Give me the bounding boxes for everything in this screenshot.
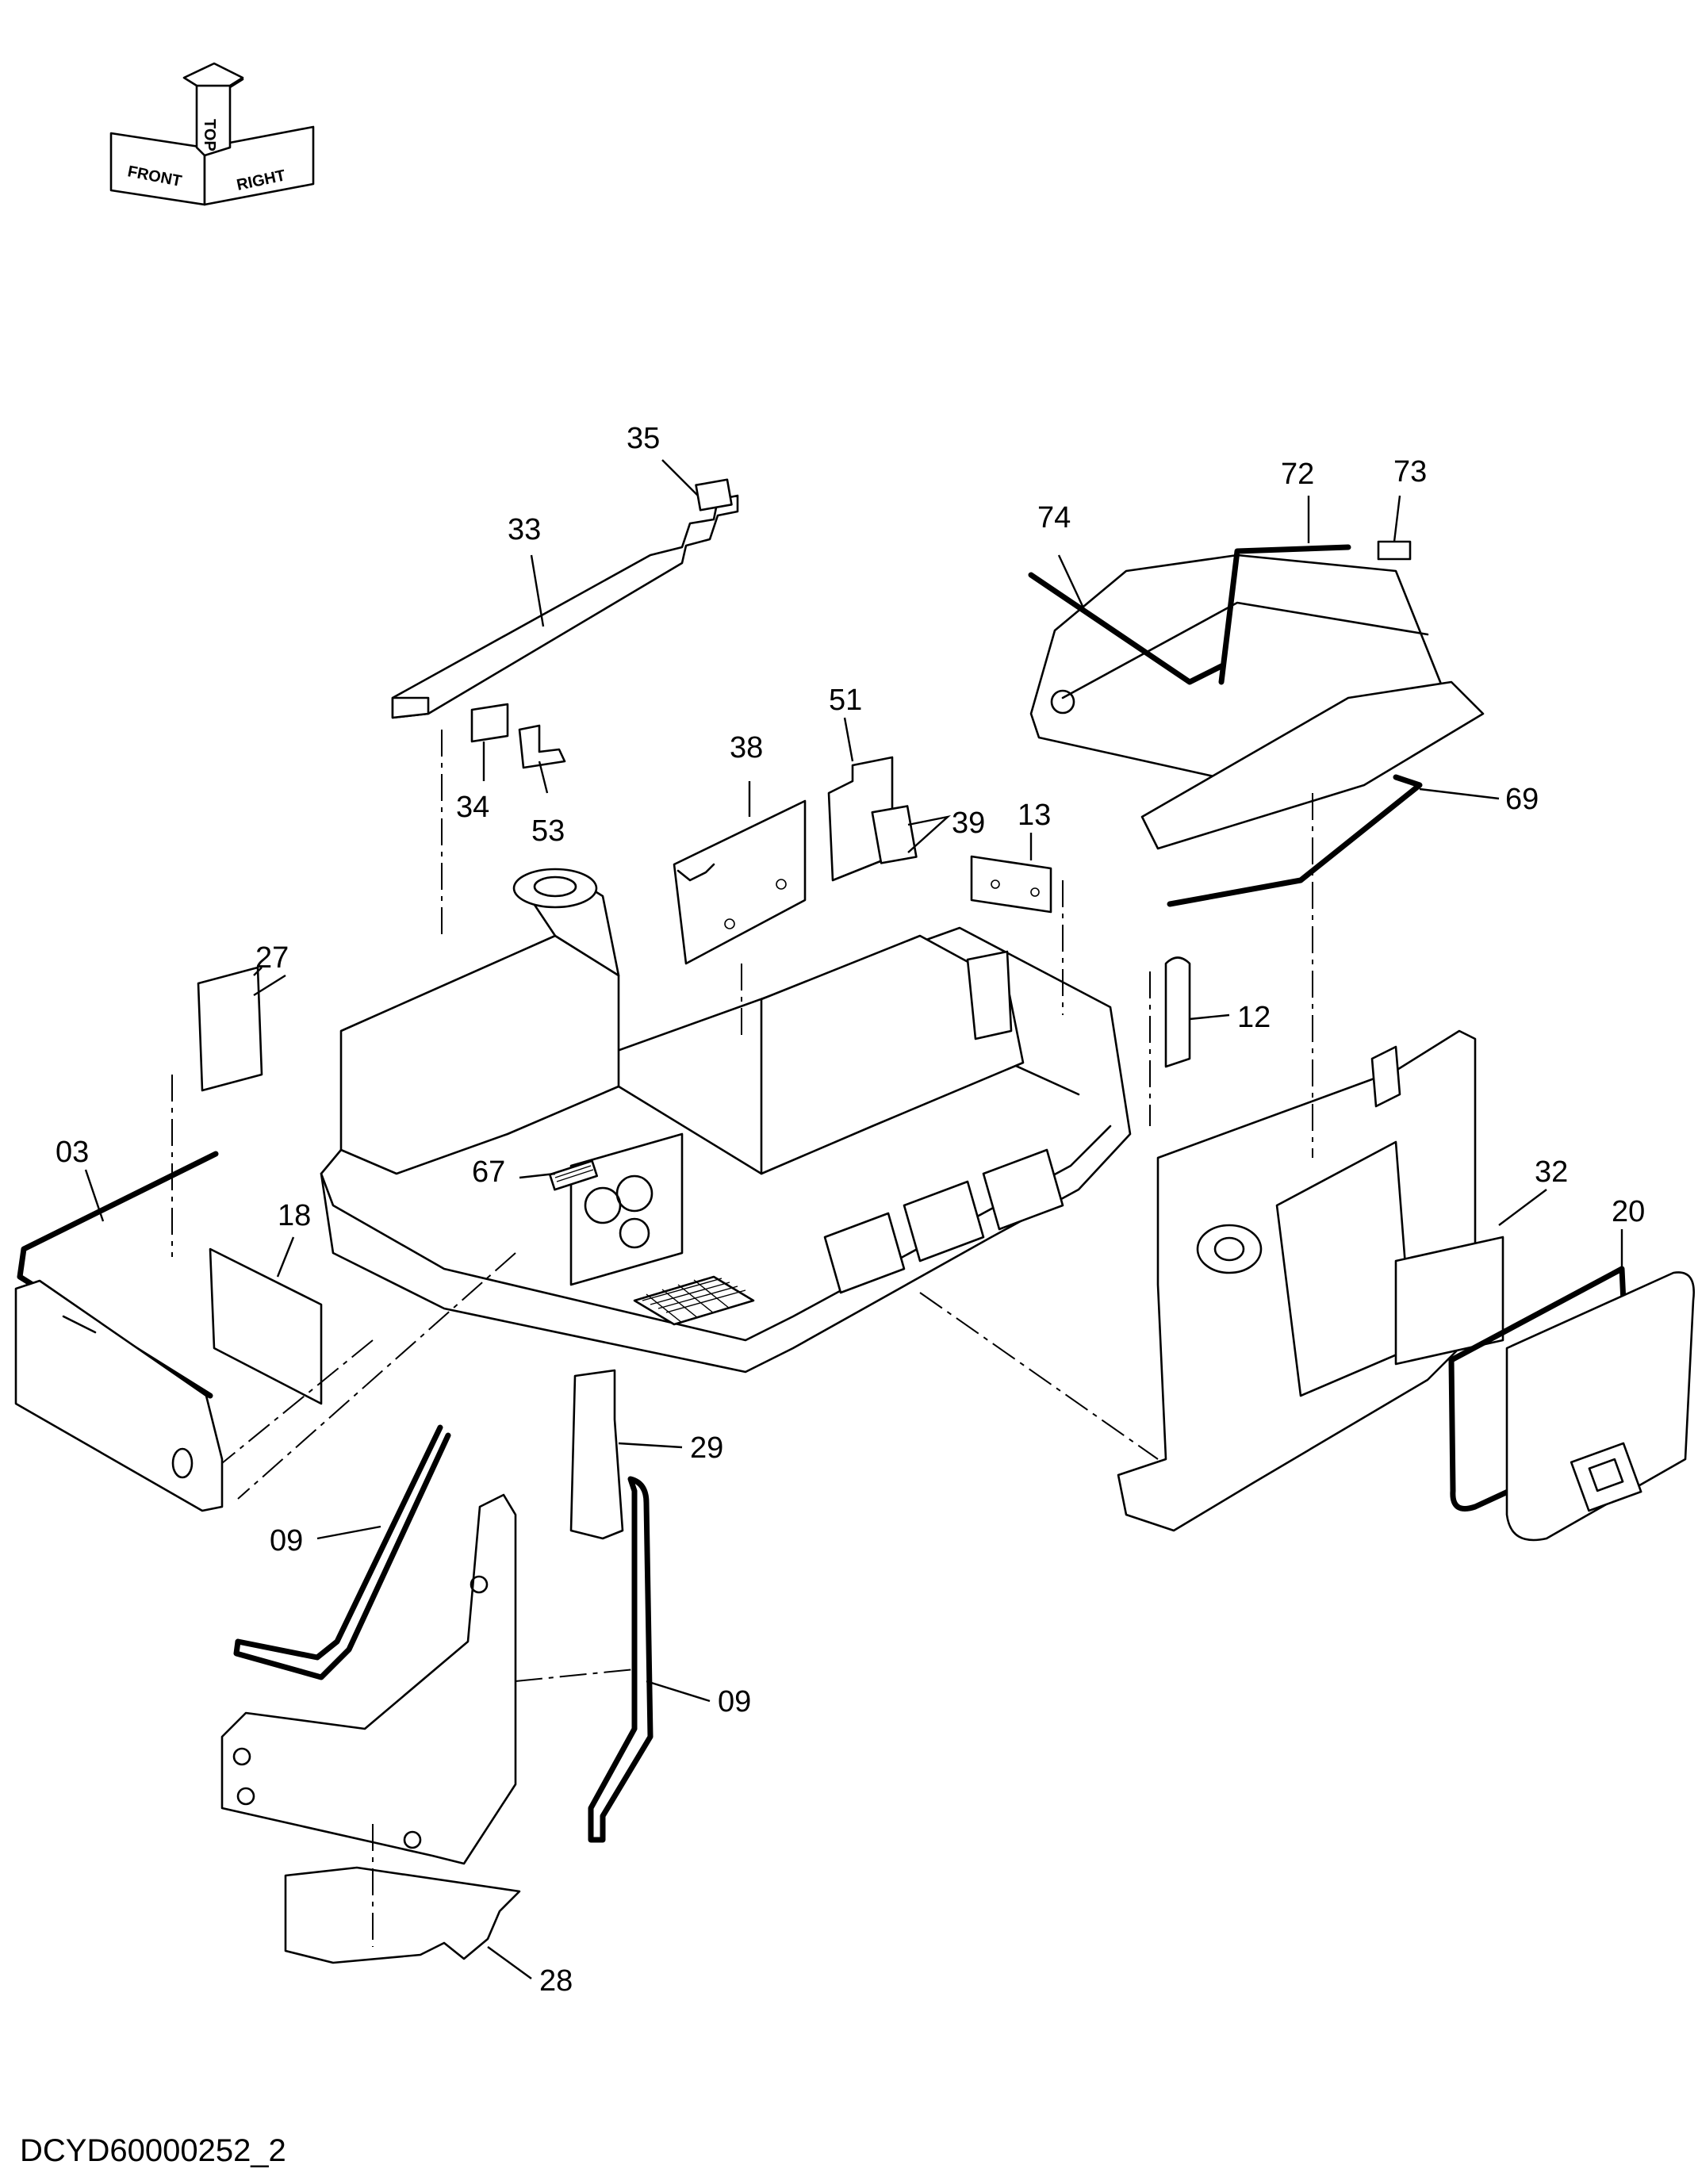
part-28-guard (284, 1866, 521, 1964)
callout-03: 03 (56, 1136, 89, 1169)
floor-grate (633, 1275, 755, 1326)
callout-13: 13 (1018, 799, 1051, 832)
part-09-seal-left (233, 1424, 451, 1680)
part-51-plate (827, 756, 918, 882)
part-13-pad (970, 855, 1052, 914)
part-09-seal-right (588, 1476, 654, 1843)
callout-39: 39 (952, 807, 985, 840)
part-53 (518, 724, 566, 769)
assembly-lines (171, 730, 1313, 1947)
callout-72: 72 (1281, 458, 1314, 491)
callout-27: 27 (255, 941, 289, 975)
callout-18: 18 (278, 1199, 311, 1232)
callout-28: 28 (539, 1964, 573, 1998)
part-32-block (1394, 1236, 1504, 1366)
callout-53: 53 (531, 814, 565, 848)
left-rear-cover (220, 1493, 517, 1865)
callout-74: 74 (1037, 501, 1071, 535)
callout-20: 20 (1612, 1195, 1645, 1228)
callout-69: 69 (1505, 783, 1539, 816)
left-front-cover (14, 1279, 224, 1512)
part-12-block (1164, 956, 1191, 1068)
callout-51: 51 (829, 684, 862, 717)
part-29-panel (569, 1369, 624, 1540)
callout-12: 12 (1237, 1001, 1271, 1034)
part-27-pad (197, 966, 263, 1092)
part-38-plate (673, 799, 807, 965)
part-18-pad (209, 1247, 323, 1405)
callout-29: 29 (690, 1431, 723, 1465)
callout-73: 73 (1393, 455, 1427, 489)
orientation-indicator: FRONT TOP RIGHT (109, 62, 315, 206)
callout-35: 35 (627, 422, 660, 455)
counterweight (1117, 1029, 1477, 1532)
leader-lines (84, 459, 1623, 1979)
document-code: DCYD60000252_2 (20, 2133, 286, 2168)
part-33-crossbar (391, 478, 739, 719)
callout-33: 33 (508, 513, 541, 546)
part-34 (470, 703, 509, 743)
upper-right-cover-assembly (1028, 540, 1485, 907)
callout-32: 32 (1535, 1155, 1568, 1189)
callout-labels: 35 33 34 53 38 51 39 13 72 73 74 69 27 0… (56, 422, 1645, 1998)
main-frame (320, 868, 1132, 1374)
orientation-top-label: TOP (201, 119, 218, 151)
callout-34: 34 (456, 791, 489, 824)
right-rear-cover (1505, 1271, 1696, 1542)
callout-09-left: 09 (270, 1524, 303, 1558)
callout-67: 67 (472, 1155, 505, 1189)
callout-09-right: 09 (718, 1685, 751, 1718)
callout-38: 38 (730, 731, 763, 764)
